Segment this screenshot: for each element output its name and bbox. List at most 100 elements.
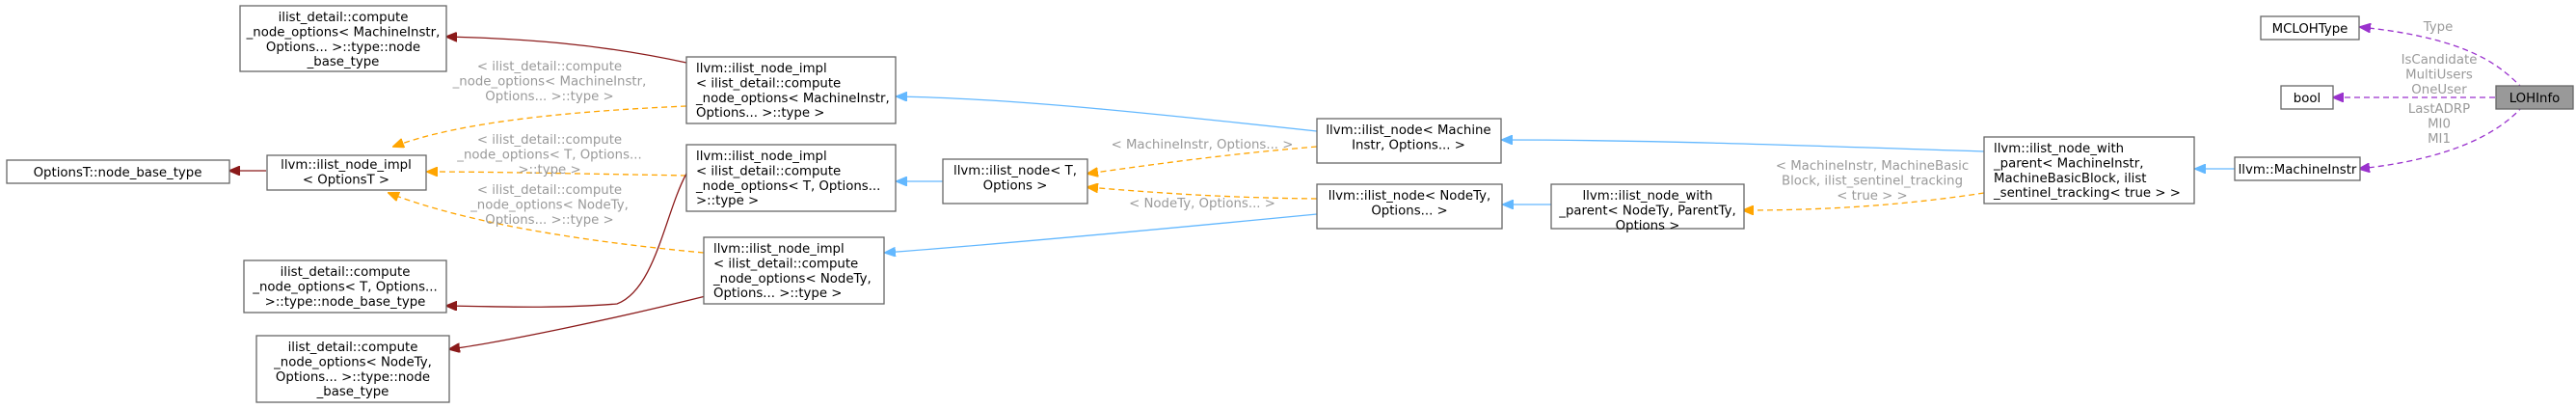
node-node-impl-t[interactable]: llvm::ilist_node_impl< ilist_detail::com… [685,144,897,212]
node-ilist-node-machine-instr-label-line-2: Instr, Options... > [1352,138,1465,152]
node-compute-nodety-node-base-type[interactable]: ilist_detail::compute_node_options< Node… [255,335,450,403]
edge-template-optionst-nodety [389,193,705,254]
node-compute-t-node-base-type-label-line-2: _node_options< T, Options... [252,280,437,294]
node-ilist-node-t-label-line-1: llvm::ilist_node< T, [953,164,1077,178]
node-node-impl-nodety-label-line-2: < ilist_detail::compute [713,257,858,271]
node-ilist-node-t-label: llvm::ilist_node< T,Options > [953,164,1077,193]
edge-label-bool-members-line-3: OneUser [2411,83,2467,97]
node-node-impl-nodety-label-line-1: llvm::ilist_node_impl [713,242,845,257]
node-compute-t-node-base-type-label-line-3: >::type::node_base_type [265,295,426,310]
edge-label-type-member: Type [2423,20,2454,35]
node-ilist-node-nodety-label-line-2: Options... > [1371,204,1447,218]
node-node-impl-machine-instr-label-line-4: Options... >::type > [696,106,824,121]
edge-label-template-compute-nodety-line-1: < ilist_detail::compute [477,183,622,198]
node-node-impl-t-label-line-4: >::type > [696,194,759,208]
edge-template-ilist-node-t-nodety [1087,187,1318,200]
node-bool-label-line-1: bool [2294,92,2321,106]
edge-label-template-compute-mi-line-3: Options... >::type > [485,90,613,104]
node-machine-instr-label: llvm::MachineInstr [2239,163,2357,177]
edge-template-ilist-node-t-mi [1087,146,1318,174]
node-compute-mi-node-base-type[interactable]: ilist_detail::compute_node_options< Mach… [239,5,447,72]
node-node-impl-machine-instr-label-line-2: < ilist_detail::compute [696,76,841,91]
node-mcloh-type-label-line-1: MCLOHType [2272,22,2348,37]
node-bool-label: bool [2294,92,2321,106]
node-ilist-node-with-parent-generic-label-line-1: llvm::ilist_node_with [1582,189,1712,204]
node-ilist-node-with-parent-mi-label-line-2: _parent< MachineInstr, [1993,156,2143,171]
node-compute-nodety-node-base-type-label: ilist_detail::compute_node_options< Node… [273,341,432,399]
edge-usage-type [2360,27,2524,90]
node-node-impl-nodety[interactable]: llvm::ilist_node_impl< ilist_detail::com… [703,236,885,305]
node-node-impl-t-label-line-2: < ilist_detail::compute [696,164,841,178]
node-ilist-node-with-parent-generic-label: llvm::ilist_node_with_parent< NodeTy, Pa… [1558,189,1735,233]
node-ilist-node-with-parent-mi-label-line-3: MachineBasicBlock, ilist [1994,172,2147,186]
node-node-impl-optionst-label-line-1: llvm::ilist_node_impl [281,158,412,173]
edge-label-mi-members-line-2: MI0 [2428,117,2451,131]
edge-label-bool-members-line-1: IsCandidate [2402,53,2478,68]
node-node-impl-nodety-label-line-3: _node_options< NodeTy, [712,272,872,286]
node-node-impl-nodety-label: llvm::ilist_node_impl< ilist_detail::com… [712,242,872,301]
node-machine-instr[interactable]: llvm::MachineInstr [2234,156,2361,181]
edge-private-compute-mi-base [446,37,687,64]
node-compute-t-node-base-type[interactable]: ilist_detail::compute_node_options< T, O… [243,259,447,314]
node-compute-nodety-node-base-type-label-line-3: Options... >::type::node [276,370,430,385]
node-mcloh-type-label: MCLOHType [2272,22,2348,37]
edge-label-template-mi-options: < MachineInstr, Options... > [1112,138,1294,152]
node-bool[interactable]: bool [2280,85,2334,110]
edge-label-template-compute-mi-line-1: < ilist_detail::compute [477,60,622,74]
node-ilist-node-with-parent-mi[interactable]: llvm::ilist_node_with_parent< MachineIns… [1983,136,2195,204]
node-ilist-node-with-parent-mi-label: llvm::ilist_node_with_parent< MachineIns… [1993,142,2181,201]
edge-label-mi-members-line-1: LastADRP [2408,102,2470,117]
node-ilist-node-nodety-label: llvm::ilist_node< NodeTy,Options... > [1328,189,1490,218]
edge-label-template-compute-nodety-line-2: _node_options< NodeTy, [470,198,629,212]
node-machine-instr-label-line-1: llvm::MachineInstr [2239,163,2357,177]
node-ilist-node-with-parent-generic-label-line-3: Options > [1616,219,1680,233]
node-compute-t-node-base-type-label: ilist_detail::compute_node_options< T, O… [252,265,437,310]
edge-label-type-member-line-1: Type [2423,20,2454,35]
edge-private-compute-nodety-base [449,293,714,349]
edge-label-template-mi-options-line-1: < MachineInstr, Options... > [1112,138,1294,152]
node-ilist-node-t-label-line-2: Options > [983,178,1048,193]
edge-label-template-nodety-options-line-1: < NodeTy, Options... > [1129,197,1275,211]
node-ilist-node-nodety-label-line-1: llvm::ilist_node< NodeTy, [1328,189,1490,204]
node-optionst-node-base-type[interactable]: OptionsT::node_base_type [6,159,230,184]
edge-label-template-compute-mi: < ilist_detail::compute_node_options< Ma… [452,60,647,104]
node-ilist-node-with-parent-mi-label-line-1: llvm::ilist_node_with [1994,142,2124,156]
edge-label-template-compute-t-line-2: _node_options< T, Options... [456,148,641,162]
edge-label-template-compute-t: < ilist_detail::compute_node_options< T,… [456,133,641,177]
node-mcloh-type[interactable]: MCLOHType [2260,15,2360,41]
node-compute-mi-node-base-type-label-line-3: Options... >::type::node [266,41,420,55]
edge-label-template-compute-nodety-line-3: Options... >::type > [485,213,613,228]
edge-template-optionst-mi [393,105,687,147]
node-ilist-node-nodety[interactable]: llvm::ilist_node< NodeTy,Options... > [1316,183,1503,230]
edge-inherit-node-impl-nodety [885,213,1318,253]
node-compute-mi-node-base-type-label-line-2: _node_options< MachineInstr, [246,25,441,40]
node-compute-mi-node-base-type-label-line-1: ilist_detail::compute [279,11,409,25]
node-node-impl-optionst[interactable]: llvm::ilist_node_impl< OptionsT > [266,154,427,191]
edge-template-node-with-parent [1743,192,1985,210]
node-compute-nodety-node-base-type-label-line-2: _node_options< NodeTy, [273,355,432,369]
node-loh-info[interactable]: LOHInfo [2495,85,2574,110]
edge-template-optionst-t [427,172,687,176]
node-compute-nodety-node-base-type-label-line-1: ilist_detail::compute [288,341,418,355]
edge-private-compute-t-base [446,173,687,307]
edge-label-template-compute-t-line-3: >::type > [518,163,580,177]
node-node-impl-machine-instr[interactable]: llvm::ilist_node_impl< ilist_detail::com… [685,56,897,124]
node-optionst-node-base-type-label: OptionsT::node_base_type [34,166,202,180]
node-ilist-node-t[interactable]: llvm::ilist_node< T,Options > [942,158,1088,204]
node-node-impl-nodety-label-line-4: Options... >::type > [713,286,842,301]
edge-label-template-compute-mi-line-2: _node_options< MachineInstr, [452,74,647,89]
node-node-impl-t-label: llvm::ilist_node_impl< ilist_detail::com… [695,150,880,208]
node-ilist-node-with-parent-generic[interactable]: llvm::ilist_node_with_parent< NodeTy, Pa… [1550,183,1745,233]
node-compute-t-node-base-type-label-line-1: ilist_detail::compute [281,265,411,280]
node-compute-nodety-node-base-type-label-line-4: _base_type [316,385,389,399]
node-node-impl-machine-instr-label: llvm::ilist_node_impl< ilist_detail::com… [695,62,890,121]
node-ilist-node-machine-instr-label-line-1: llvm::ilist_node< Machine [1326,123,1490,138]
node-node-impl-t-label-line-3: _node_options< T, Options... [695,179,880,194]
node-compute-mi-node-base-type-label: ilist_detail::compute_node_options< Mach… [246,11,441,69]
